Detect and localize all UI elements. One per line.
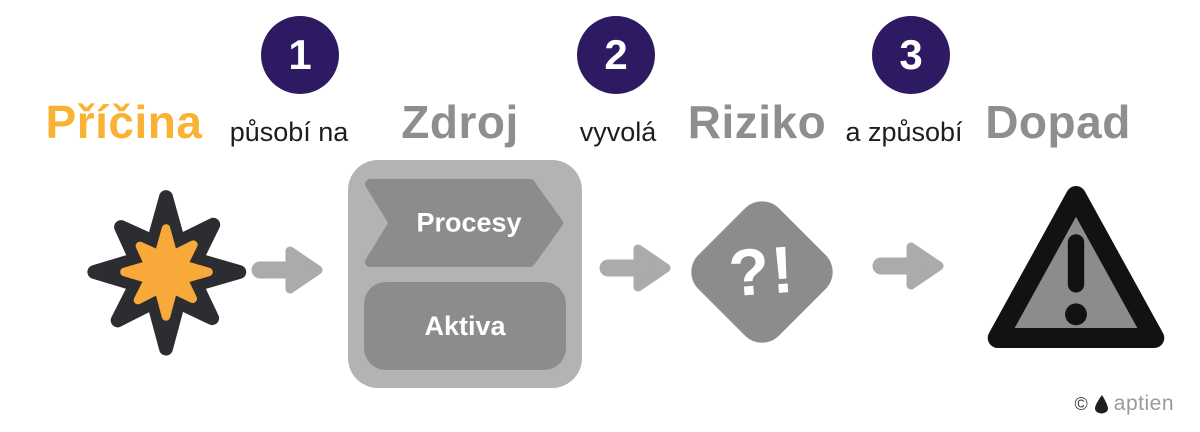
- connector-label-vyvola: vyvolá: [579, 117, 657, 147]
- step-number-badge-1: 1: [261, 16, 339, 94]
- assets-label: Aktiva: [424, 310, 506, 341]
- label-riziko: Riziko: [687, 96, 827, 148]
- brand-name: aptien: [1113, 392, 1174, 415]
- arrow-right-icon: [599, 244, 671, 292]
- question-exclamation-symbol: ?!: [726, 231, 798, 311]
- step-number-badge-3: 3: [872, 16, 950, 94]
- arrow-right-icon: [251, 246, 323, 294]
- connector-label-a-zpusobi: a způsobí: [845, 117, 963, 147]
- label-pricina: Příčina: [45, 96, 203, 148]
- processes-label: Procesy: [416, 207, 522, 238]
- label-dopad: Dopad: [985, 96, 1131, 148]
- footer-brand: © aptien: [1075, 392, 1174, 416]
- step-number-badge-2: 2: [577, 16, 655, 94]
- warning-triangle-icon: [987, 186, 1165, 348]
- arrow-right-icon: [872, 242, 944, 290]
- processes-chevron: Procesy: [364, 178, 566, 268]
- assets-box: Aktiva: [364, 282, 566, 370]
- aptien-logo-icon: [1094, 395, 1108, 414]
- connector-label-pusobi-na: působí na: [229, 117, 349, 147]
- explosion-icon: [87, 190, 247, 356]
- copyright-symbol: ©: [1074, 393, 1088, 414]
- source-container: Procesy Aktiva: [348, 160, 582, 388]
- label-zdroj: Zdroj: [401, 96, 519, 148]
